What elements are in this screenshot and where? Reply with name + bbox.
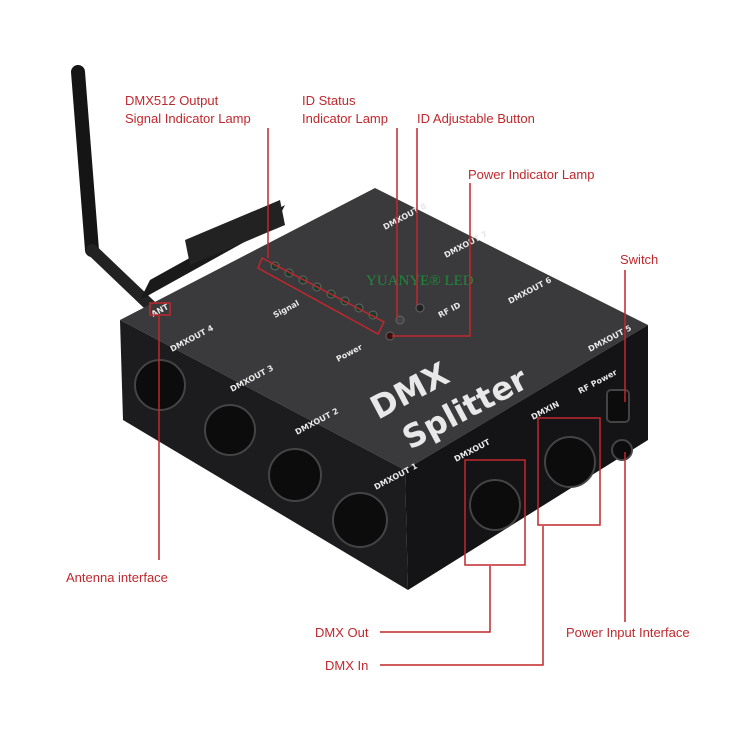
xlr-port-2 xyxy=(268,448,322,502)
callout-switch: Switch xyxy=(620,252,659,267)
callout-antenna: Antenna interface xyxy=(66,570,168,585)
callout-power-input: Power Input Interface xyxy=(566,625,690,640)
mounting-bracket-side xyxy=(185,200,285,265)
xlr-dmx-in-port xyxy=(544,436,596,488)
callout-dmx512-line2: Signal Indicator Lamp xyxy=(125,111,251,126)
callout-dmx-out: DMX Out xyxy=(315,625,369,640)
power-switch xyxy=(606,389,630,423)
xlr-port-4 xyxy=(134,359,186,411)
callout-dmx512-line1: DMX512 Output xyxy=(125,93,219,108)
power-input-jack xyxy=(611,439,633,461)
callout-id-status-line1: ID Status xyxy=(302,93,356,108)
callout-id-status-line2: Indicator Lamp xyxy=(302,111,388,126)
watermark: YUANYE® LED xyxy=(366,273,474,289)
callout-lines xyxy=(149,128,626,666)
callout-dmx512-output: DMX512 Output Signal Indicator Lamp xyxy=(125,92,251,128)
antenna-icon xyxy=(71,65,166,321)
callout-id-button: ID Adjustable Button xyxy=(417,111,535,126)
device-top-face xyxy=(120,188,648,470)
callout-power-lamp: Power Indicator Lamp xyxy=(468,167,595,182)
xlr-port-1 xyxy=(332,492,388,548)
xlr-dmx-out-port xyxy=(469,479,521,531)
callout-id-status: ID Status Indicator Lamp xyxy=(302,92,388,128)
xlr-port-3 xyxy=(204,404,256,456)
callout-dmx-in: DMX In xyxy=(325,658,369,673)
